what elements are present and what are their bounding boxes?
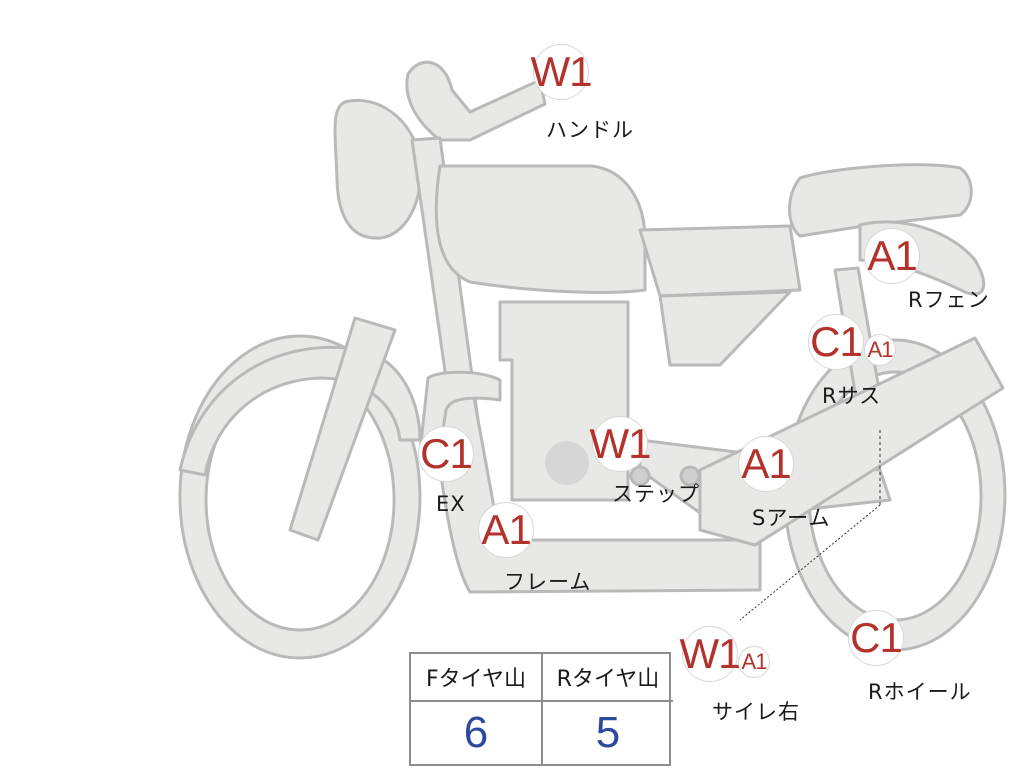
part-label: Rフェン [908, 288, 990, 312]
side-cover [658, 290, 792, 367]
badge: W1 [531, 44, 593, 100]
table-header: Rタイヤ山 [543, 654, 673, 702]
frame-rear [638, 224, 802, 298]
engine-cover [545, 441, 589, 485]
headlight [333, 98, 423, 240]
badge: C1 [848, 610, 904, 666]
badge: W1 [590, 416, 652, 472]
part-r-wheel: C1 Rホイール [848, 610, 998, 710]
badge: A1 [864, 228, 920, 284]
badge: C1 [808, 314, 864, 370]
part-r-fender: A1 Rフェン [864, 228, 1004, 318]
part-frame: A1 フレーム [478, 502, 608, 602]
badge: A1 [478, 502, 534, 558]
part-label: Rホイール [868, 680, 972, 704]
part-handle: W1 ハンドル [531, 44, 643, 144]
badge: A1 [738, 646, 770, 678]
rear-tire-column: Rタイヤ山 5 [543, 654, 673, 764]
badge: A1 [738, 436, 794, 492]
part-label: Sアーム [752, 506, 831, 530]
badge: A1 [864, 334, 896, 366]
part-step: W1 ステップ [590, 416, 712, 516]
part-label: サイレ右 [712, 700, 800, 724]
part-label: ステップ [612, 482, 700, 506]
tire-tread-table: Fタイヤ山 6 Rタイヤ山 5 [409, 652, 673, 766]
fuel-tank [434, 164, 647, 294]
muffler [698, 336, 1005, 547]
table-header: Fタイヤ山 [411, 654, 541, 702]
front-fork [288, 316, 397, 542]
badge: C1 [418, 426, 474, 482]
badge: W1 [680, 626, 742, 682]
part-label: フレーム [504, 570, 592, 594]
part-exhaust: C1 EX [418, 426, 488, 526]
part-silencer-right: W1 A1 サイレ右 [680, 626, 812, 726]
part-label: EX [436, 492, 466, 516]
handlebar [405, 60, 547, 142]
part-label: Rサス [822, 384, 882, 408]
seat [788, 163, 973, 238]
part-r-suspension: C1 A1 Rサス [808, 314, 908, 414]
front-tire-value: 6 [463, 708, 489, 757]
front-tire-column: Fタイヤ山 6 [411, 654, 543, 764]
part-swing-arm: A1 Sアーム [738, 436, 848, 536]
rear-tire-value: 5 [595, 708, 621, 757]
part-label: ハンドル [546, 118, 634, 142]
